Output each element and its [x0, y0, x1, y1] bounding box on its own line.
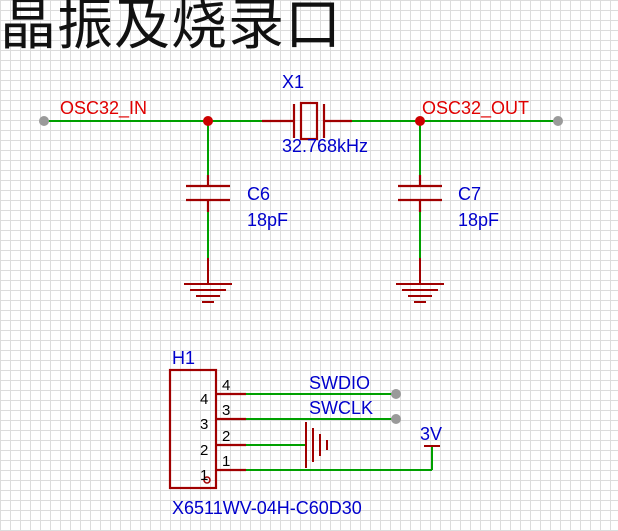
- c7-ref: C7: [458, 184, 481, 204]
- header-ref: H1: [172, 348, 195, 368]
- header-h1-body[interactable]: [168, 368, 218, 490]
- pin-outer-1: 1: [222, 453, 230, 470]
- header-part-number: X6511WV-04H-C60D30: [172, 498, 362, 518]
- header-pins: [216, 392, 246, 472]
- net-label-swdio: SWDIO: [309, 373, 370, 393]
- ground-symbol-header: [305, 422, 328, 468]
- ground-symbol-c7: [396, 258, 444, 303]
- port-swclk[interactable]: [391, 414, 401, 424]
- pin-outer-2: 2: [222, 428, 230, 445]
- crystal-ref: X1: [282, 72, 304, 92]
- crystal-value: 32.768kHz: [282, 136, 368, 156]
- port-osc-out[interactable]: [553, 116, 563, 126]
- pin-inner-1: 1: [200, 467, 208, 484]
- port-swdio[interactable]: [391, 389, 401, 399]
- pin1-marker: [203, 476, 211, 484]
- c6-value: 18pF: [247, 210, 288, 230]
- junction-left: [203, 116, 213, 126]
- pin-inner-4: 4: [200, 391, 208, 408]
- ground-symbol-c6: [184, 258, 232, 303]
- main-net-wires: [44, 120, 558, 258]
- capacitor-c6[interactable]: [186, 175, 230, 212]
- net-label-swclk: SWCLK: [309, 398, 373, 418]
- c6-ref: C6: [247, 184, 270, 204]
- capacitor-c7[interactable]: [398, 175, 442, 212]
- header-wires: [246, 393, 433, 471]
- junction-right: [415, 116, 425, 126]
- port-osc-in[interactable]: [39, 116, 49, 126]
- pin-outer-3: 3: [222, 402, 230, 419]
- pin-inner-3: 3: [200, 416, 208, 433]
- crystal-x1[interactable]: [262, 101, 352, 141]
- net-label-osc32-in: OSC32_IN: [60, 98, 147, 119]
- c7-value: 18pF: [458, 210, 499, 230]
- net-label-3v: 3V: [420, 424, 442, 444]
- net-label-osc32-out: OSC32_OUT: [422, 98, 529, 119]
- pin-inner-2: 2: [200, 442, 208, 459]
- pin-outer-4: 4: [222, 377, 230, 394]
- diagram-title: 晶振及烧录口: [0, 0, 342, 58]
